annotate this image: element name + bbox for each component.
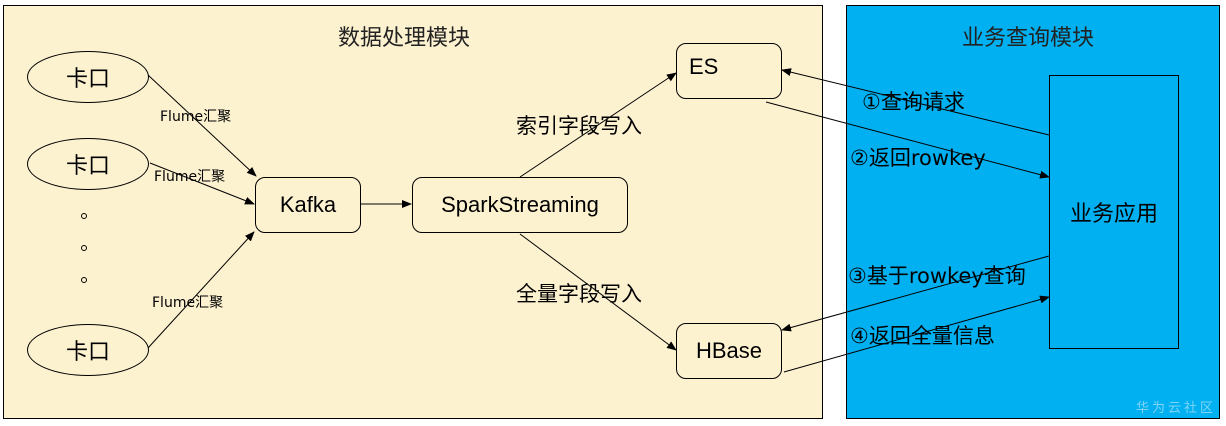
edge-checkpoint3-kafka [147,231,255,349]
edge-checkpoint1-kafka [147,74,257,177]
edge-spark-es [519,72,677,178]
data-processing-title: 数据处理模块 [338,26,471,51]
edge-es-app-rowkey [765,101,1050,179]
checkpoint-node-1: 卡口 [27,51,149,103]
watermark: 华为云社区 [1135,401,1216,416]
flume-label-1: Flume汇聚 [160,109,232,125]
ellipsis-dot [81,213,87,219]
edge-app-hbase-query [781,255,1050,332]
flume-label-2: Flume汇聚 [154,169,226,185]
checkpoint-node-2: 卡口 [27,138,149,190]
step2-return-rowkey-label: ②返回rowkey [850,146,986,170]
ellipsis-dot [81,245,87,251]
business-query-title: 业务查询模块 [962,26,1095,51]
spark-streaming-node: SparkStreaming [412,177,628,233]
step3-rowkey-query-label: ③基于rowkey查询 [848,264,1026,288]
step1-query-request-label: ①查询请求 [862,90,965,114]
es-node: ES [676,43,782,99]
checkpoint-node-3: 卡口 [27,324,149,376]
edge-hbase-app-full [783,295,1050,373]
edge-app-es-query [781,68,1050,136]
flume-label-3: Flume汇聚 [152,295,224,311]
step4-return-full-info-label: ④返回全量信息 [850,324,995,348]
edge-checkpoint2-kafka [149,162,255,205]
edge-spark-hbase [519,233,677,351]
business-application-node: 业务应用 [1049,75,1179,349]
hbase-node: HBase [676,323,782,379]
kafka-node: Kafka [255,177,361,233]
ellipsis-dot [81,277,87,283]
full-write-label: 全量字段写入 [516,282,642,306]
index-write-label: 索引字段写入 [516,114,642,138]
